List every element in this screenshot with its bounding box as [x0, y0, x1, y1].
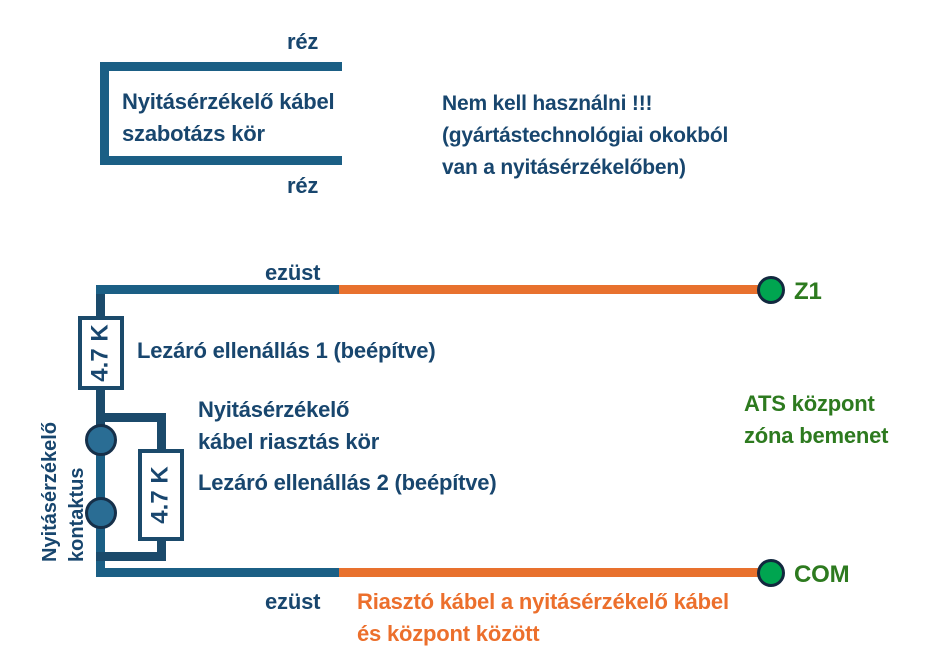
- resistor1-top-lead-wire: [96, 294, 105, 322]
- tamper-note-line3: van a nyitásérzékelőben): [442, 156, 686, 179]
- resistor1-label: Lezáró ellenállás 1 (beépítve): [137, 338, 436, 363]
- cable-note-line2: és központ között: [357, 621, 540, 646]
- tamper-top-wire-label: réz: [287, 29, 319, 54]
- panel-label-line2: zóna bemenet: [744, 423, 889, 448]
- tamper-bracket-top-wire: [100, 62, 342, 71]
- cable-note-line1: Riasztó kábel a nyitásérzékelő kábel: [357, 589, 729, 614]
- terminal-com-dot[interactable]: [757, 559, 785, 587]
- alarm-bottom-wire-label: ezüst: [265, 589, 321, 614]
- resistor2-branch-top-wire: [96, 413, 166, 422]
- loop-caption-line1: Nyitásérzékelő: [198, 397, 350, 422]
- resistor2-bottom-lead-wire: [157, 539, 166, 561]
- tamper-caption-line1: Nyitásérzékelő kábel: [122, 89, 335, 114]
- resistor2-value: 4.7 K: [147, 466, 174, 524]
- contact-caption-line2: kontaktus: [66, 467, 88, 562]
- loop-top-wire-orange: [339, 285, 764, 294]
- loop-bottom-wire-silver: [96, 568, 339, 577]
- tamper-note-line2: (gyártástechnológiai okokból: [442, 124, 729, 147]
- tamper-caption-line2: szabotázs kör: [122, 121, 265, 146]
- tamper-bracket-left-wire: [100, 62, 109, 165]
- resistor2-body: 4.7 K: [138, 449, 184, 541]
- loop-top-wire-silver: [96, 285, 339, 294]
- terminal-z1-dot[interactable]: [757, 276, 785, 304]
- resistor1-body: 4.7 K: [78, 316, 124, 390]
- resistor2-branch-bottom-wire: [96, 552, 166, 561]
- contact-node-lower: [85, 497, 117, 529]
- tamper-note-line1: Nem kell használni !!!: [442, 92, 653, 115]
- loop-caption-line2: kábel riasztás kör: [198, 429, 380, 454]
- tamper-bottom-wire-label: réz: [287, 173, 319, 198]
- contact-caption-line1: Nyitásérzékelő: [39, 421, 61, 562]
- alarm-top-wire-label: ezüst: [265, 260, 321, 285]
- terminal-com-label: COM: [794, 561, 850, 588]
- resistor2-label: Lezáró ellenállás 2 (beépítve): [198, 470, 497, 495]
- resistor2-top-lead-wire: [157, 413, 166, 455]
- tamper-bracket-bottom-wire: [100, 156, 342, 165]
- loop-bottom-wire-orange: [339, 568, 764, 577]
- panel-label-line1: ATS központ: [744, 391, 875, 416]
- resistor1-value: 4.7 K: [87, 324, 114, 382]
- contact-node-upper: [85, 424, 117, 456]
- terminal-z1-label: Z1: [794, 278, 822, 305]
